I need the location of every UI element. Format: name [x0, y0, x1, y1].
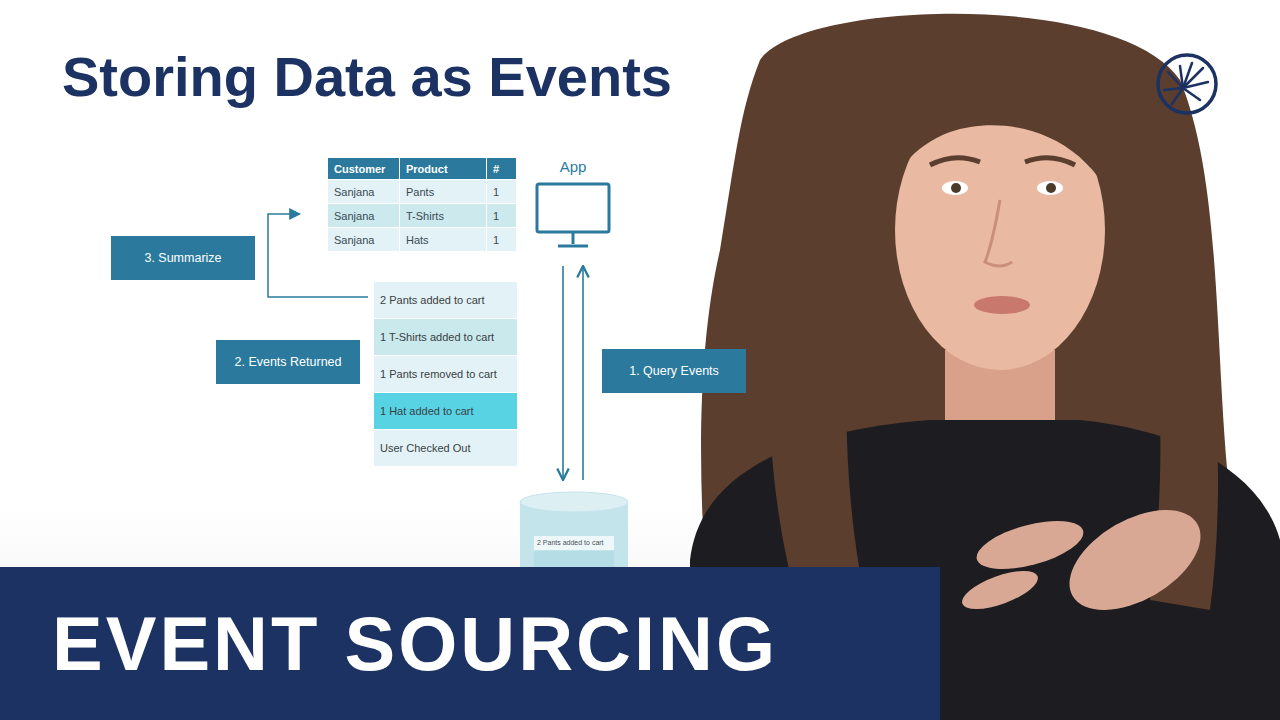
table-cell: Sanjana: [328, 228, 400, 252]
event-text: 1 Hat added to cart: [380, 405, 474, 417]
flow-arrow: [562, 266, 564, 480]
event-box: 1 Pants removed to cart: [374, 356, 517, 393]
app-node: App: [530, 150, 616, 252]
banner-text: EVENT SOURCING: [52, 600, 778, 687]
topic-banner: EVENT SOURCING: [0, 567, 940, 720]
event-text: 2 Pants added to cart: [380, 294, 485, 306]
step-label: 2. Events Returned: [234, 355, 341, 369]
table-header: #: [487, 158, 517, 180]
table-cell: 1: [487, 180, 517, 204]
flow-arrow: [582, 266, 584, 480]
event-box: User Checked Out: [374, 430, 517, 467]
monitor-stand: [572, 232, 575, 244]
table-cell: Hats: [400, 228, 487, 252]
mini-event-row: [534, 536, 614, 550]
table-cell: T-Shirts: [400, 204, 487, 228]
cylinder-outline: [518, 490, 630, 567]
table-cell: Sanjana: [328, 180, 400, 204]
event-box: 1 T-Shirts added to cart: [374, 319, 517, 356]
table-cell: 1: [487, 204, 517, 228]
event-text: User Checked Out: [380, 442, 470, 454]
database-cylinder: 2 Pants added to cart: [518, 490, 630, 567]
title: Storing Data as Events: [62, 44, 672, 109]
step-box: 2. Events Returned: [216, 340, 360, 384]
table-header: Customer: [328, 158, 400, 180]
step-label: 1. Query Events: [629, 364, 719, 378]
event-text: 2 Pants added to cart: [534, 536, 614, 550]
step-box: 1. Query Events: [602, 349, 746, 393]
event-box: 2 Pants added to cart: [374, 282, 517, 319]
logo: [1158, 55, 1216, 113]
table-header: Product: [400, 158, 487, 180]
event-text: 1 T-Shirts added to cart: [380, 331, 494, 343]
monitor-base: [558, 245, 588, 248]
event-text: 1 Pants removed to cart: [380, 368, 497, 380]
step-box: 3. Summarize: [111, 236, 255, 280]
table-cell: Pants: [400, 180, 487, 204]
event-box: 1 Hat added to cart: [374, 393, 517, 430]
step-label: 3. Summarize: [144, 251, 221, 265]
monitor-screen: [537, 184, 609, 232]
cylinder-top: [520, 492, 628, 512]
table-cell: Sanjana: [328, 204, 400, 228]
table-cell: 1: [487, 228, 517, 252]
mini-event-row: [534, 551, 614, 567]
app-label: App: [530, 150, 616, 175]
